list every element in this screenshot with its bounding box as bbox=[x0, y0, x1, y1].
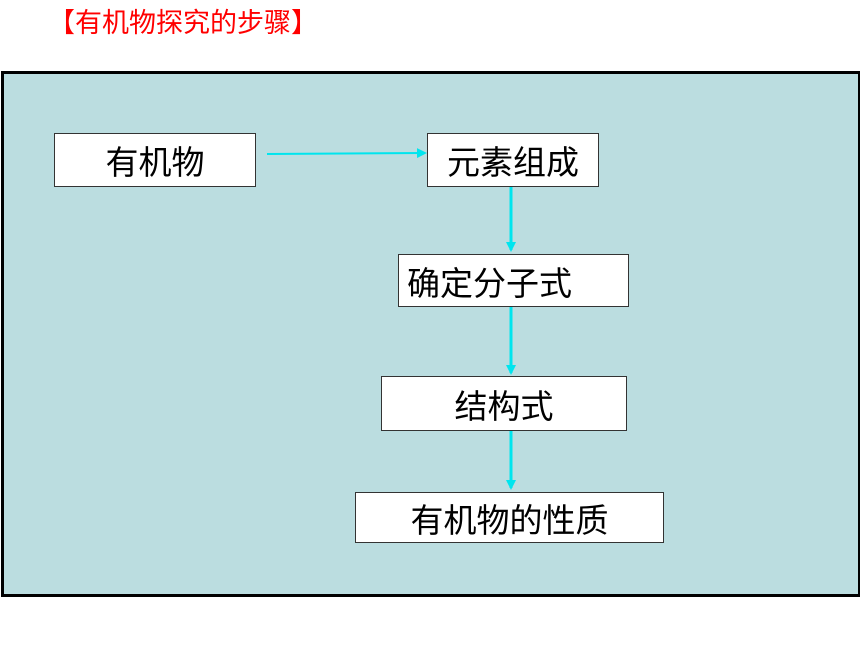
arrow-organic-to-elements bbox=[266, 148, 427, 159]
page-title: 【有机物探究的步骤】 bbox=[48, 8, 318, 39]
node-element-composition: 元素组成 bbox=[427, 133, 599, 187]
node-molecular-formula: 确定分子式 bbox=[398, 254, 629, 307]
node-organic: 有机物 bbox=[54, 133, 256, 187]
node-organic-properties: 有机物的性质 bbox=[355, 492, 664, 543]
node-structural-formula: 结构式 bbox=[381, 376, 627, 431]
